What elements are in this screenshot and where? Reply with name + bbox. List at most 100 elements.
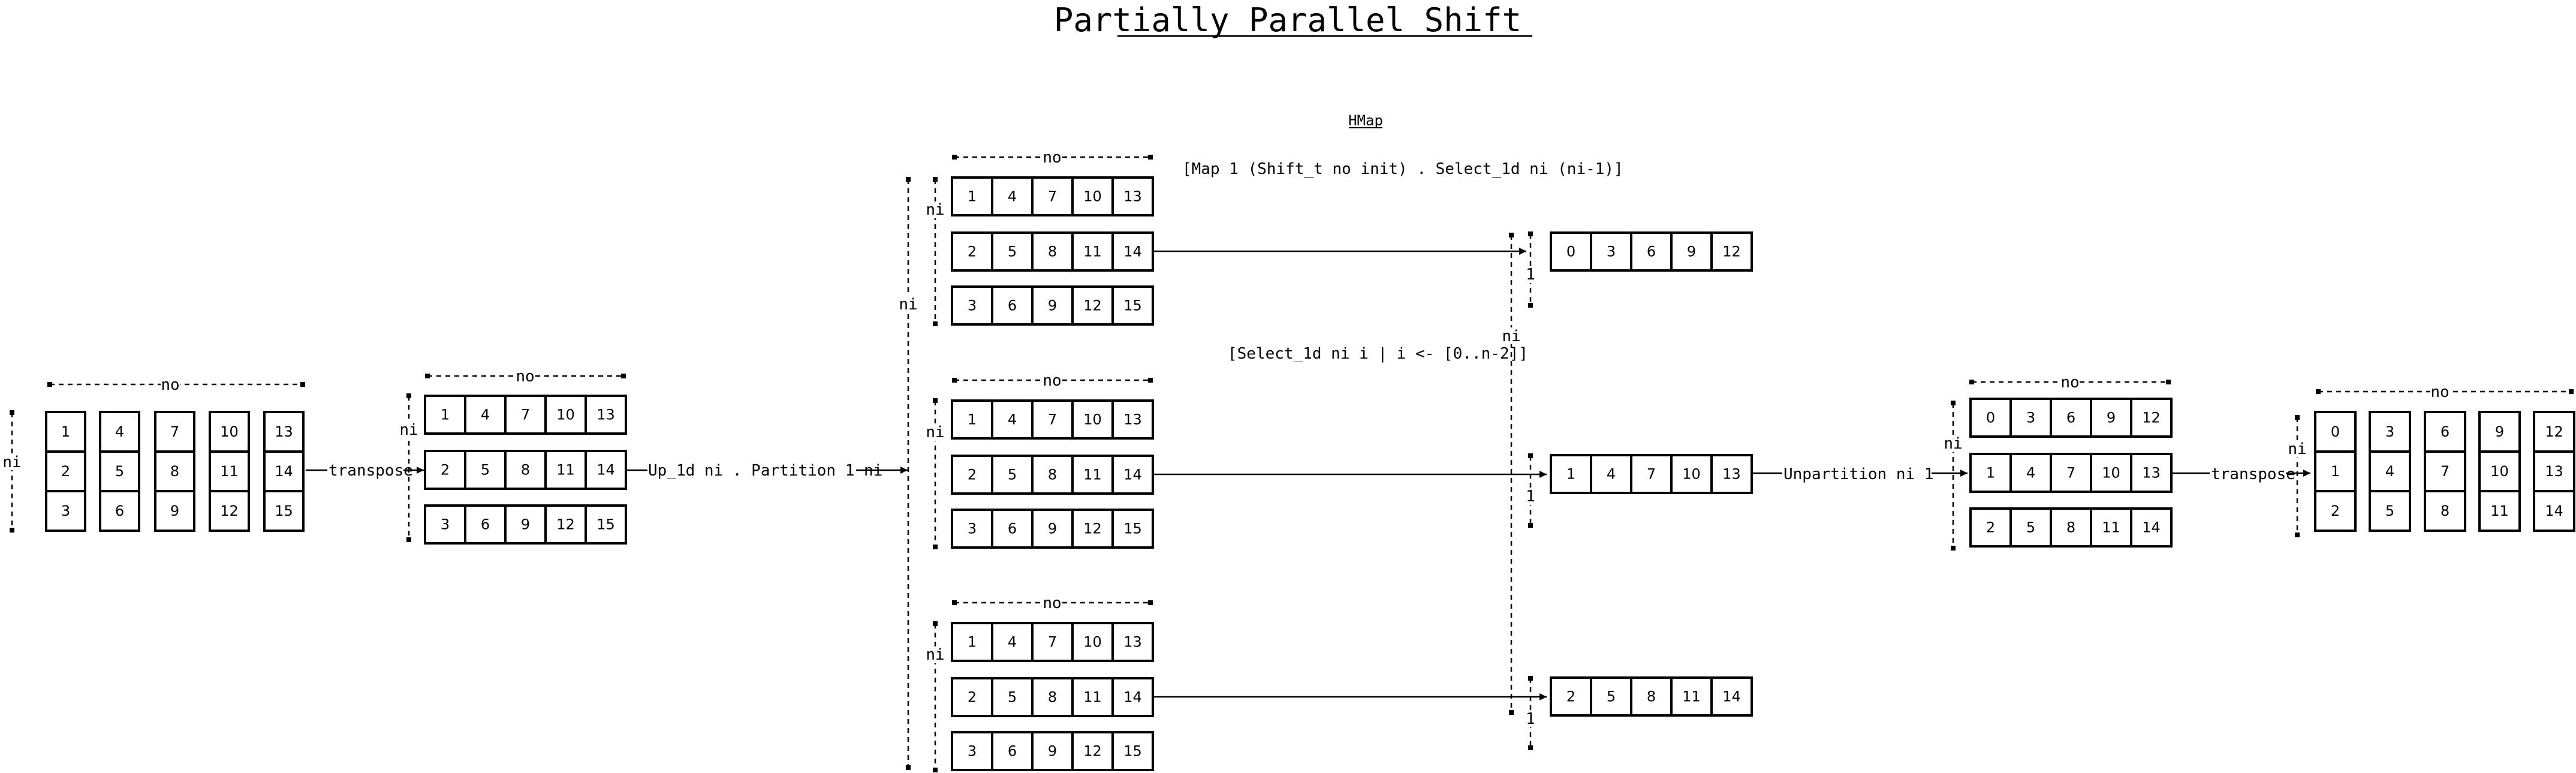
- cell-box: [991, 622, 1034, 662]
- map-shift-select-label: [Map 1 (Shift_t no init) . Select_1d ni …: [1182, 160, 1623, 178]
- cell-box: [1590, 454, 1632, 494]
- merged-cell: 10: [2090, 453, 2132, 493]
- cell-value: 3: [968, 521, 977, 537]
- cell-value: 11: [1682, 688, 1701, 705]
- select-output-cell: 8: [1630, 676, 1673, 717]
- cell-value: 15: [1123, 297, 1142, 314]
- cell-value: 6: [1008, 743, 1017, 760]
- cell-box: [209, 490, 250, 532]
- cell-value: 6: [2441, 423, 2450, 440]
- merged-cell: 11: [2090, 507, 2132, 548]
- cell-value: 10: [2102, 465, 2120, 482]
- cell-value: 1: [2331, 463, 2340, 480]
- select-output-cell: 10: [1670, 454, 1713, 494]
- hmap-group1-cell: 7: [1031, 176, 1074, 216]
- cell-box: [991, 731, 1034, 771]
- input-cell: 4: [99, 411, 140, 453]
- bracket-end: [1528, 745, 1533, 750]
- output-cell: 8: [2424, 490, 2466, 532]
- cell-value: 7: [170, 423, 179, 440]
- cell-value: 14: [1123, 689, 1142, 706]
- hmap-group1-cell: 1: [951, 176, 993, 216]
- cell-box: [1710, 454, 1753, 494]
- cell-box: [45, 450, 86, 492]
- cell-value: 8: [1647, 688, 1656, 705]
- cell-box: [951, 509, 993, 549]
- output-cell: 13: [2533, 450, 2575, 492]
- label-bg: [1501, 327, 1522, 344]
- cell-value: 12: [556, 516, 575, 533]
- cell-box: [1111, 455, 1154, 495]
- hmap-group2-cell: 11: [1071, 455, 1114, 495]
- cell-value: 6: [2066, 410, 2075, 426]
- hmap-group1-cell: 5: [991, 231, 1034, 272]
- dim-label-no-group3: no: [1043, 594, 1061, 612]
- cell-value: 11: [1083, 689, 1102, 706]
- cell-value: 9: [1048, 521, 1057, 537]
- cell-value: 10: [1682, 466, 1701, 483]
- cell-box: [2090, 398, 2132, 438]
- hmap-group2-cell: 7: [1031, 399, 1074, 440]
- up-partition-label: Up_1d ni . Partition 1 ni: [648, 462, 882, 480]
- bracket-end: [1969, 380, 1974, 384]
- cell-value: 8: [521, 462, 530, 479]
- cell-value: 4: [1008, 188, 1017, 205]
- hmap-group3-cell: 2: [951, 677, 993, 717]
- cell-value: 10: [1083, 411, 1102, 428]
- label-bg: [1524, 266, 1536, 283]
- cell-value: 0: [1566, 243, 1575, 260]
- hmap-group2-cell: 10: [1071, 399, 1114, 440]
- cell-value: 7: [1048, 411, 1057, 428]
- hmap-group3-cell: 5: [991, 677, 1034, 717]
- bracket-end: [1509, 710, 1514, 715]
- input-cell: 15: [263, 490, 305, 532]
- output-cell: 0: [2314, 411, 2357, 453]
- transpose-label-1: transpose: [329, 462, 413, 480]
- cell-box: [1630, 454, 1673, 494]
- input-cell: 7: [154, 411, 195, 453]
- hmap-group3-cell: 4: [991, 622, 1034, 662]
- cell-value: 5: [481, 462, 490, 479]
- bracket-end: [933, 321, 938, 326]
- dim-label-ni-input: ni: [2, 453, 21, 471]
- cell-value: 2: [968, 467, 977, 483]
- bracket-end: [1148, 378, 1153, 383]
- transposed-cell: 9: [504, 504, 547, 545]
- arrowhead: [900, 467, 908, 474]
- hmap-group1-cell: 11: [1071, 231, 1114, 272]
- label-bg: [1524, 711, 1536, 727]
- merged-cell: 9: [2090, 398, 2132, 438]
- cell-box: [1590, 676, 1632, 717]
- cell-value: 8: [1048, 467, 1057, 483]
- select-output-cell: 1: [1550, 454, 1592, 494]
- cell-box: [951, 677, 993, 717]
- hmap-group2-cell: 3: [951, 509, 993, 549]
- cell-value: 4: [1008, 634, 1017, 651]
- cell-value: 14: [275, 463, 293, 480]
- bracket-end: [10, 528, 14, 533]
- label-bg: [1524, 488, 1536, 505]
- cell-value: 10: [556, 407, 575, 423]
- cell-box: [2424, 450, 2466, 492]
- output-cell: 1: [2314, 450, 2357, 492]
- cell-box: [1111, 176, 1154, 216]
- cell-value: 9: [2107, 410, 2116, 426]
- transposed-cell: 5: [464, 450, 507, 490]
- hmap-group1-cell: 15: [1111, 285, 1154, 326]
- select-output-cell: 14: [1710, 676, 1753, 717]
- cell-box: [1969, 453, 2012, 493]
- hmap-group2-cell: 14: [1111, 455, 1154, 495]
- cell-box: [1111, 677, 1154, 717]
- select-output-cell: 7: [1630, 454, 1673, 494]
- label-bg: [516, 368, 535, 384]
- cell-value: 9: [521, 516, 530, 533]
- hmap-group2-cell: 15: [1111, 509, 1154, 549]
- cell-value: 1: [441, 407, 450, 423]
- cell-box: [2478, 411, 2521, 453]
- hmap-group1-cell: 9: [1031, 285, 1074, 326]
- dim-label-one-out1: 1: [1526, 266, 1535, 284]
- transposed-cell: 11: [544, 450, 587, 490]
- cell-value: 1: [968, 634, 977, 651]
- cell-value: 6: [1008, 521, 1017, 537]
